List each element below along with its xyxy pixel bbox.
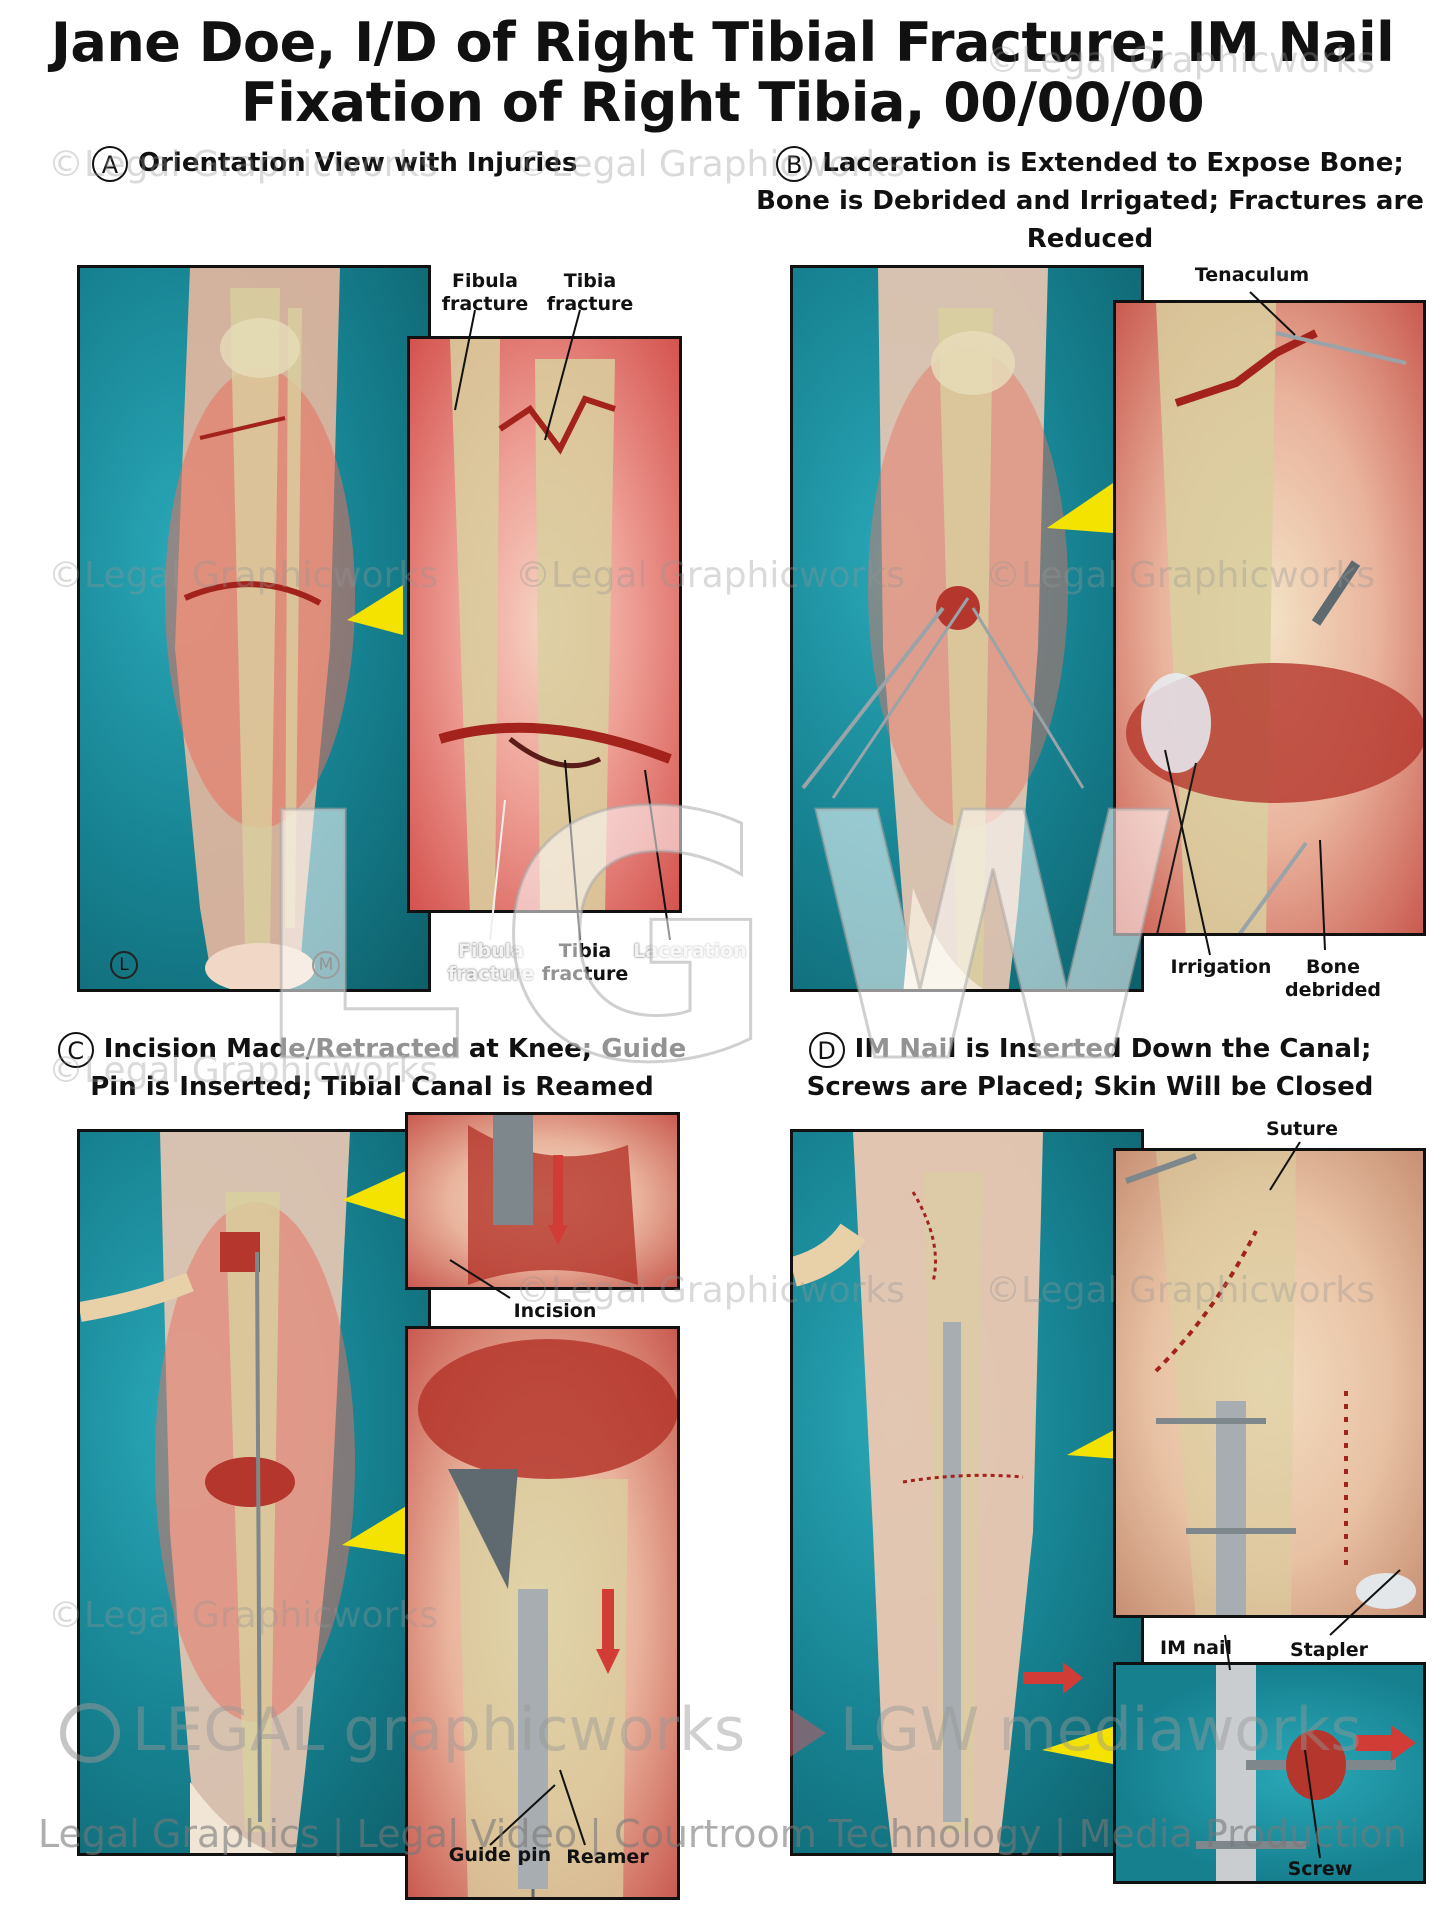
panel-c-letter: C (57, 1031, 94, 1068)
panel-a-pointer-triangle (347, 585, 403, 635)
watermark-text: ©Legal Graphicworks (985, 555, 1376, 596)
watermark-text: ©Legal Graphicworks (48, 144, 439, 185)
label-reamer: Reamer (566, 1846, 649, 1868)
magnifier-icon (60, 1703, 120, 1764)
label-fibula-fracture-top: Fibula fracture (441, 270, 529, 315)
panel-c-inset-knee (405, 1112, 680, 1290)
panel-d-leg-image (790, 1129, 1144, 1856)
watermark-lgw-mark: LGW (249, 742, 1211, 1138)
watermark-text: ©Legal Graphicworks (48, 555, 439, 596)
leg-illustration-c (80, 1132, 355, 1853)
legal-graphicworks-logo: LEGAL graphicworks (60, 1695, 745, 1765)
play-icon (790, 1709, 826, 1758)
watermark-text: ©Legal Graphicworks (985, 40, 1376, 81)
watermark-text: ©Legal Graphicworks (985, 1270, 1376, 1311)
suture-closeup (1124, 1151, 1416, 1615)
medial-marker: M (312, 951, 340, 979)
leg-illustration-a (165, 268, 355, 989)
page-title-line1: Jane Doe, I/D of Right Tibial Fracture; … (50, 11, 1395, 74)
label-laceration: Laceration (633, 940, 747, 962)
lateral-marker: L (110, 951, 138, 979)
panel-d-heading-text: IM Nail is Inserted Down the Canal; Scre… (806, 1034, 1374, 1102)
panel-a-heading-text: Orientation View with Injuries (138, 148, 578, 178)
label-fibula-fracture-bottom: Fibula fracture (447, 940, 535, 985)
panel-b-leader-lines (1164, 291, 1326, 956)
label-screw: Screw (1287, 1858, 1353, 1880)
panel-b-heading-text: Laceration is Extended to Expose Bone; B… (756, 148, 1424, 254)
label-im-nail: IM nail (1160, 1637, 1232, 1659)
screw-closeup (1196, 1665, 1416, 1881)
panel-b-pointer-triangle (1047, 483, 1113, 533)
knee-incision-closeup (468, 1115, 638, 1285)
panel-d-pointer-triangle-lower (1042, 1725, 1118, 1765)
reaming-closeup (418, 1339, 677, 1897)
panel-a-inset-image (407, 336, 682, 913)
watermark-text: ©Legal Graphicworks (515, 1270, 906, 1311)
watermark-text: ©Legal Graphicworks (515, 555, 906, 596)
label-suture: Suture (1265, 1118, 1339, 1140)
label-bone-debrided: Bone debrided (1284, 956, 1382, 1001)
label-stapler: Stapler (1290, 1639, 1368, 1661)
panel-c-pointer-triangle-lower (342, 1505, 408, 1555)
label-tenaculum: Tenaculum (1194, 264, 1310, 286)
label-incision: Incision (513, 1300, 597, 1322)
leg-illustration-b (801, 268, 1085, 989)
debridement-closeup-b (1126, 303, 1423, 933)
panel-a-leader-lines (454, 309, 671, 941)
panel-c-inset-reaming (405, 1326, 680, 1900)
footer-tagline: Legal Graphics | Legal Video | Courtroom… (37, 1812, 1408, 1856)
fracture-closeup-a (438, 339, 672, 910)
lgw-mediaworks-logo: LGW mediaworks (790, 1695, 1362, 1765)
watermark-text: ©Legal Graphicworks (515, 144, 906, 185)
leg-illustration-d (793, 1132, 1083, 1853)
panel-c-pointer-triangle-upper (342, 1170, 408, 1220)
panel-d-inset-screw (1113, 1662, 1426, 1884)
panel-b-letter: B (776, 145, 813, 182)
panel-b-leg-image (790, 265, 1144, 992)
label-tibia-fracture-bottom: Tibia fracture (541, 940, 629, 985)
watermark-text: ©Legal Graphicworks (48, 1050, 439, 1091)
watermark-text: ©Legal Graphicworks (48, 1595, 439, 1636)
page-title-line2: Fixation of Right Tibia, 00/00/00 (240, 71, 1205, 134)
label-guide-pin: Guide pin (448, 1844, 552, 1866)
label-tibia-fracture-top: Tibia fracture (546, 270, 634, 315)
panel-c-leg-image (77, 1129, 431, 1856)
panel-d-inset-closure (1113, 1148, 1426, 1618)
panel-c-heading-text: Incision Made/Retracted at Knee; Guide P… (90, 1034, 687, 1102)
panel-b-inset-image (1113, 300, 1426, 936)
panel-a-heading: A Orientation View with Injuries (92, 144, 612, 182)
label-irrigation: Irrigation (1170, 956, 1272, 978)
panel-d-leader-lines (1224, 1141, 1401, 1859)
panel-a-letter: A (92, 145, 128, 182)
panel-c-leader-lines (449, 1259, 586, 1846)
panel-d-letter: D (808, 1031, 845, 1068)
